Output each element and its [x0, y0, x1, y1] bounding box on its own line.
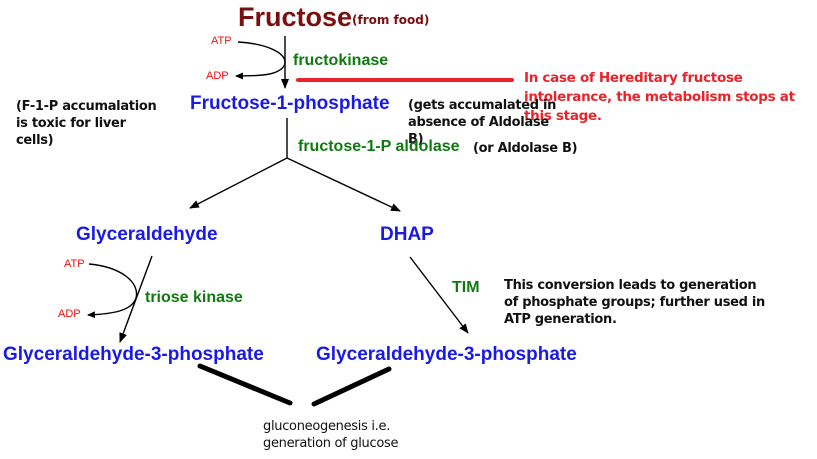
metabolite-g3p-right: Glyceraldehyde-3-phosphate [316, 344, 577, 365]
metabolite-glyceraldehyde: Glyceraldehyde [76, 224, 218, 245]
enzyme-aldolase-b: fructose-1-P aldolase [298, 138, 460, 155]
arrow-to-dhap [286, 157, 401, 212]
hfi-warning-note: In case of Hereditary fructose intoleran… [524, 70, 795, 124]
enzyme-tim: TIM [452, 279, 480, 296]
gluconeogenesis-note: gluconeogenesis i.e. generation of gluco… [263, 419, 399, 451]
aldolase-alt-name: (or Aldolase B) [473, 141, 578, 156]
atp-label-step1: ATP [211, 35, 232, 47]
metabolite-fructose-1-phosphate: Fructose-1-phosphate [190, 93, 390, 114]
enzyme-fructokinase: fructokinase [293, 52, 389, 69]
tim-conversion-note: This conversion leads to generation of p… [504, 278, 766, 327]
toxicity-note: (F-1-P accumalation is toxic for liver c… [16, 99, 157, 148]
adp-label-triose: ADP [58, 308, 81, 320]
atp-adp-curve-fructokinase [235, 41, 286, 80]
convergence-line-right [311, 366, 392, 407]
atp-adp-curve-triose-kinase [87, 263, 138, 319]
convergence-line-left [197, 363, 293, 406]
f1p-accumulation-note: (gets accumalated in absence of Aldolase… [408, 98, 557, 147]
enzyme-triose-kinase: triose kinase [145, 289, 243, 306]
metabolite-g3p-left: Glyceraldehyde-3-phosphate [3, 344, 264, 365]
adp-label-step1: ADP [206, 70, 229, 82]
fructose-source: (from food) [352, 13, 430, 27]
atp-label-triose: ATP [64, 258, 85, 270]
metabolite-dhap: DHAP [380, 224, 434, 245]
arrow-to-glyceraldehyde [189, 157, 288, 209]
fructose-title: Fructose [238, 2, 353, 32]
arrow-dhap-to-g3p [409, 256, 469, 334]
